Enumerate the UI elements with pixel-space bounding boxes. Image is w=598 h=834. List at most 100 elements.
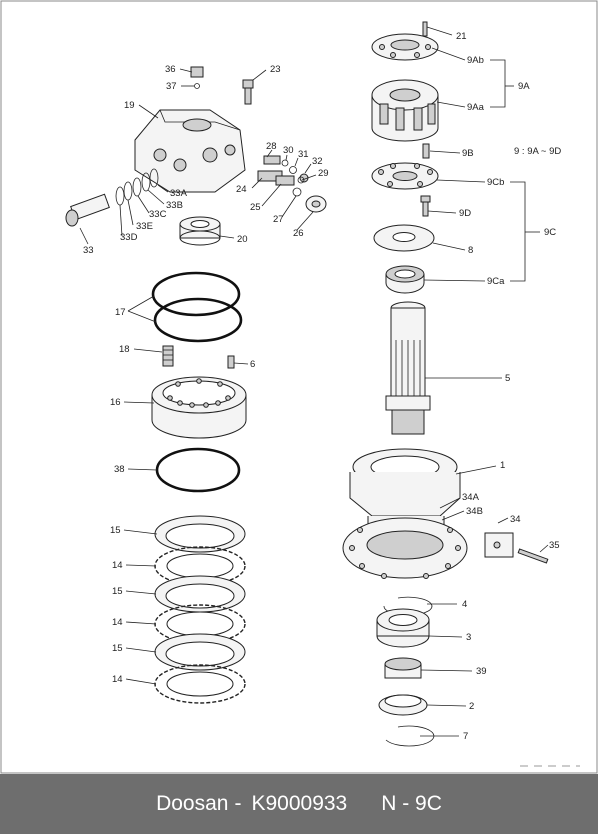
part-30-oring <box>281 159 289 167</box>
callout-label: 34B <box>466 506 483 517</box>
callout-label: 15 <box>112 643 123 654</box>
footer-variant: N - 9C <box>381 792 442 815</box>
part-9B-pin <box>422 143 430 159</box>
part-26-plug <box>305 195 327 213</box>
callout-label: 5 <box>505 373 510 384</box>
callout-label: 39 <box>476 666 487 677</box>
part-17-oring-upper <box>151 271 241 317</box>
callout-label: 6 <box>250 359 255 370</box>
diagram-border <box>0 0 598 774</box>
footer-part-number: K9000933 <box>251 792 348 815</box>
part-9Cb-plate <box>371 162 439 190</box>
callout-label: 8 <box>468 245 473 256</box>
callout-label: 7 <box>463 731 468 742</box>
legend-note: 9 : 9A ~ 9D <box>514 146 561 157</box>
callout-label: 19 <box>124 100 135 111</box>
part-14-separator-plate-3 <box>154 664 246 704</box>
callout-label: 35 <box>549 540 560 551</box>
part-35-bolt <box>517 548 549 564</box>
callout-label: 9Aa <box>467 102 485 113</box>
callout-label: 34A <box>462 492 480 503</box>
part-28-fitting <box>263 155 281 165</box>
callout-label: 25 <box>250 202 261 213</box>
callout-label: 1 <box>500 460 505 471</box>
callout-label: 9Ca <box>487 276 505 287</box>
part-17-oring-lower <box>153 297 243 343</box>
callout-label: 27 <box>273 214 284 225</box>
callout-label: 37 <box>166 81 177 92</box>
callout-label: 16 <box>110 397 121 408</box>
callout-label: 33D <box>120 232 138 243</box>
callout-label: 14 <box>112 560 123 571</box>
callout-label: 24 <box>236 184 247 195</box>
part-23-bolt <box>242 79 254 105</box>
callout-label: 9Cb <box>487 177 504 188</box>
callout-label: 23 <box>270 64 281 75</box>
callout-label: 14 <box>112 674 123 685</box>
part-6-pin <box>227 355 235 369</box>
callout-label: 38 <box>114 464 125 475</box>
callout-label: 21 <box>456 31 467 42</box>
part-15-friction-plate-2 <box>154 575 246 613</box>
callout-label: 29 <box>318 168 329 179</box>
callout-label: 9B <box>462 148 474 159</box>
part-39-sleeve <box>384 657 422 679</box>
part-15-friction-plate-1 <box>154 515 246 553</box>
callout-label: 33 <box>83 245 94 256</box>
callout-label: 9D <box>459 208 471 219</box>
part-1-housing <box>342 448 468 579</box>
callout-label: 4 <box>462 599 467 610</box>
callout-label: 14 <box>112 617 123 628</box>
footer-bar: Doosan - K9000933 N - 9C <box>0 774 598 834</box>
part-9D-pin <box>420 195 431 217</box>
callout-labels: 21 9Ab 9A 9Aa 9B 9Cb 9D 9C 8 9Ca 5 1 34A… <box>83 31 561 742</box>
part-8-washer <box>373 224 435 252</box>
part-15-friction-plate-3 <box>154 633 246 671</box>
callout-label: 3 <box>466 632 471 643</box>
callout-label: 28 <box>266 141 277 152</box>
footer-separator: - <box>234 792 242 815</box>
callout-label: 30 <box>283 145 294 156</box>
callout-label: 31 <box>298 149 309 160</box>
callout-label: 9A <box>518 81 530 92</box>
footer-brand: Doosan <box>156 792 229 815</box>
part-25-spring <box>275 175 295 186</box>
part-27-oring <box>292 187 302 197</box>
part-5-drive-shaft <box>385 301 431 435</box>
callout-label: 15 <box>112 586 123 597</box>
part-36-plug <box>190 66 204 78</box>
part-34-block <box>484 532 514 558</box>
part-3-bearing <box>376 608 430 648</box>
callout-label: 34 <box>510 514 521 525</box>
callout-label: 18 <box>119 344 130 355</box>
part-9Ca-bushing <box>385 265 425 294</box>
callout-label: 9C <box>544 227 556 238</box>
part-2-ring <box>378 694 428 716</box>
part-7-snap-ring <box>385 725 435 747</box>
part-20-bearing <box>179 216 221 246</box>
part-18-spring <box>162 345 174 367</box>
part-38-oring <box>155 447 241 493</box>
callout-label: 20 <box>237 234 248 245</box>
part-33D-oring <box>115 186 125 206</box>
part-33-relief-valve <box>65 193 110 227</box>
callout-label: 15 <box>110 525 121 536</box>
part-33B-oring <box>141 172 151 192</box>
part-37-oring <box>194 83 200 89</box>
callout-label: 33B <box>166 200 183 211</box>
part-9Ab-carrier-plate <box>371 33 439 61</box>
callout-label: 9Ab <box>467 55 484 66</box>
diagram-canvas: 21 9Ab 9A 9Aa 9B 9Cb 9D 9C 8 9Ca 5 1 34A… <box>0 0 598 774</box>
part-29-oring <box>297 176 305 184</box>
part-33C-oring <box>132 177 142 197</box>
part-16-brake-piston <box>151 376 247 439</box>
leader-lines <box>79 26 549 737</box>
callout-label: 33A <box>170 188 188 199</box>
callout-label: 26 <box>293 228 304 239</box>
part-33E-oring <box>123 181 133 201</box>
callout-label: 36 <box>165 64 176 75</box>
part-31-oring <box>289 166 297 174</box>
part-9Aa-carrier <box>371 79 439 142</box>
callout-label: 2 <box>469 701 474 712</box>
callout-label: 33E <box>136 221 153 232</box>
